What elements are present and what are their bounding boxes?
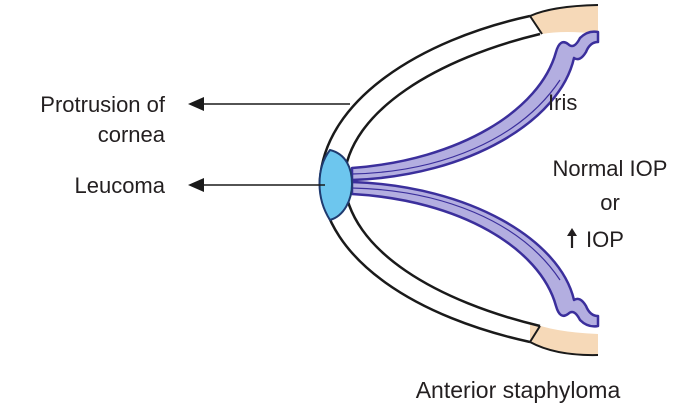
iop-label-line2: or <box>600 190 620 215</box>
upper-iris <box>350 30 600 182</box>
caption: Anterior staphyloma <box>416 377 621 403</box>
left-arrow-icon <box>188 178 325 192</box>
protrusion-label-line1: Protrusion of <box>40 92 166 117</box>
protrusion-label-line2: cornea <box>98 122 166 147</box>
sclera-top <box>530 5 598 34</box>
limbus-bottom <box>529 325 541 343</box>
iris-inner-line-top <box>351 79 561 175</box>
sclera-bottom <box>530 322 598 356</box>
lower-iris <box>350 180 600 328</box>
sclera-bottom-edge <box>529 341 599 357</box>
iris-inner-line-bottom <box>351 187 561 281</box>
limbus-top <box>529 15 543 35</box>
up-arrow-icon <box>567 228 577 248</box>
sclera-top-edge <box>529 4 599 17</box>
leucoma-label: Leucoma <box>74 173 165 198</box>
cornea-inner <box>342 32 541 328</box>
leucoma-patch <box>318 148 354 222</box>
iris-label: Iris <box>548 90 577 115</box>
iop-label-line1: Normal IOP <box>553 156 668 181</box>
left-arrow-icon <box>188 97 350 111</box>
iop-label-line3: IOP <box>586 227 624 252</box>
